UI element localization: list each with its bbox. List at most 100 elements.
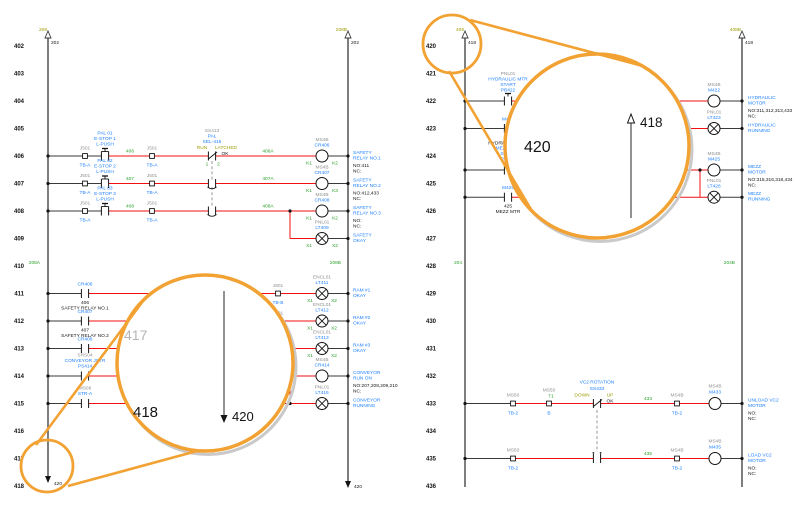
part-label: J501 — [80, 201, 91, 207]
rail-arrow-up — [344, 29, 352, 39]
text-label: RELAY NO.2 — [353, 183, 381, 189]
part-label: MS50 — [507, 393, 520, 399]
part-label: 2 — [217, 162, 220, 168]
terminal-square — [149, 180, 155, 187]
magnifier-callout-line — [34, 300, 145, 446]
text-label: CONVEYOR — [353, 370, 381, 376]
contact-arc — [207, 186, 217, 190]
magnified-line-number: 420 — [524, 139, 551, 156]
part-label: PS414 — [78, 364, 93, 370]
wire-number: 406 — [126, 149, 134, 155]
part-label: X1 — [307, 298, 313, 304]
text-label: NO: — [353, 218, 362, 224]
text-label: MOTOR — [748, 458, 766, 464]
part-label: TB-A — [80, 163, 92, 169]
wire-ref: 408B — [730, 27, 741, 33]
part-label: T1 — [548, 394, 554, 400]
text-label: NO:412,433 — [353, 191, 379, 197]
part-label: M425 — [502, 185, 514, 191]
wire-ref: 208B — [330, 260, 341, 266]
part-label: SRS04 — [77, 353, 93, 359]
text-label: RUNNING — [748, 197, 771, 203]
lamp-x — [317, 398, 327, 409]
text-label: RAM #1 — [353, 288, 371, 294]
terminal-square — [82, 153, 88, 159]
junction-dot — [46, 319, 50, 323]
junction-dot — [346, 209, 350, 213]
text-label: NC: — [353, 169, 361, 175]
part-label: E-STOP 2 — [94, 164, 116, 170]
magnified-continuation-ref: 418 — [640, 115, 663, 130]
junction-dot — [740, 456, 744, 461]
line-number: 420 — [426, 44, 437, 50]
text-label: NC: — [353, 196, 361, 202]
part-label: STR-A — [78, 391, 93, 397]
text-label: NO: — [748, 466, 757, 472]
part-label: MS08 — [79, 386, 92, 392]
part-label: L-PUSH — [96, 142, 114, 148]
part-label: J501 — [80, 146, 91, 152]
coil-symbol — [708, 397, 722, 410]
part-label: 406 — [81, 300, 89, 306]
contact-gap — [504, 98, 512, 104]
contact-gap — [101, 208, 109, 214]
text-label: MOTOR — [748, 101, 766, 107]
part-label: MS50 — [543, 388, 556, 394]
line-number: 406 — [14, 154, 25, 160]
part-label: K1 — [306, 188, 312, 194]
line-number: 434 — [426, 429, 437, 435]
part-label: 425 — [504, 204, 512, 210]
magnifier-target-ring — [421, 13, 483, 75]
magnified-line-number-faint: 417 — [124, 327, 148, 343]
junction-dot — [463, 168, 467, 172]
line-number: 427 — [426, 237, 437, 243]
text-label: RUN ON — [353, 376, 372, 382]
junction-dot — [463, 456, 467, 461]
rail-arrow-up — [738, 29, 746, 39]
text-label: RELAY NO.1 — [353, 156, 381, 162]
junction-dot — [740, 126, 744, 131]
line-number: 403 — [14, 72, 25, 78]
continuation-ref: 418 — [468, 40, 476, 46]
junction-dot — [46, 154, 50, 158]
text-label: MEZZ — [748, 191, 761, 197]
line-number: 411 — [14, 292, 24, 298]
text-label: NO: — [748, 411, 757, 417]
part-label: L-PUSH — [96, 169, 114, 175]
part-label: LATCHED — [215, 145, 238, 151]
terminal-square — [275, 290, 281, 297]
magnifier-callout-line — [469, 18, 644, 68]
terminal-square — [149, 208, 155, 214]
rail-arrow-up — [461, 29, 469, 39]
part-label: PNL01 — [315, 220, 330, 226]
text-label: RAM #2 — [353, 315, 371, 321]
part-label: M433 — [709, 390, 721, 396]
rail-arrow-up — [44, 29, 52, 39]
line-number: 423 — [426, 127, 437, 133]
wire-ref: 208B — [336, 27, 347, 33]
junction-dot — [346, 374, 350, 378]
continuation-ref: 202 — [351, 40, 359, 46]
line-number: 428 — [426, 264, 437, 270]
continuation-ref: 418 — [745, 40, 753, 46]
line-number: 430 — [426, 319, 437, 325]
part-label: HYDRAULIC MTR — [488, 77, 528, 83]
line-number: 436 — [426, 484, 437, 490]
lamp-x — [709, 123, 719, 134]
part-label: K1 — [306, 216, 312, 222]
contact-arc — [207, 214, 217, 217]
terminal-square — [674, 455, 680, 462]
part-label: TB-A — [80, 218, 92, 224]
part-label: LT411 — [316, 280, 329, 286]
magnified-continuation-ref: 420 — [232, 409, 254, 424]
wire-ref: 208A — [29, 260, 41, 266]
part-label: X1 — [307, 353, 313, 359]
part-label: LT423 — [707, 115, 721, 121]
wire-ref: 408 — [456, 27, 464, 33]
part-label: ENCL01 — [313, 275, 331, 281]
wire-number: 408 — [126, 204, 134, 210]
pole-dot — [599, 452, 602, 454]
contact-gap — [81, 346, 89, 351]
line-number: 429 — [426, 292, 437, 298]
text-label: HYDRAULIC — [748, 123, 776, 129]
